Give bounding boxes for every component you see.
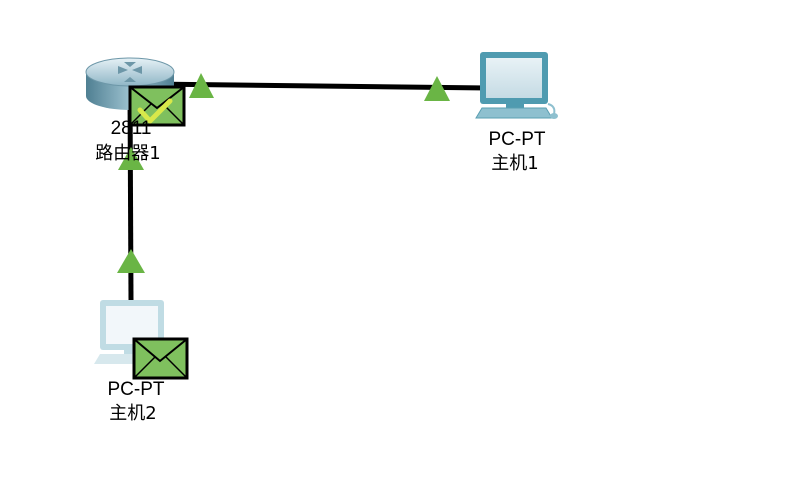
link-up-indicator <box>424 76 450 101</box>
pdu-envelope-icon[interactable] <box>132 337 189 380</box>
pc1-name-label: 主机1 <box>491 153 539 174</box>
router-name-label: 路由器1 <box>95 143 161 164</box>
link-up-indicator <box>118 147 144 170</box>
success-check-icon <box>137 98 173 124</box>
pc2-name-label: 主机2 <box>109 403 157 424</box>
link-up-indicator <box>117 249 145 273</box>
pc-icon[interactable] <box>475 52 558 119</box>
pc1-model-label: PC-PT <box>488 129 546 150</box>
pc2-model-label: PC-PT <box>107 379 165 400</box>
router-model-label: 2811 <box>110 118 152 139</box>
link-up-indicator <box>189 73 214 98</box>
